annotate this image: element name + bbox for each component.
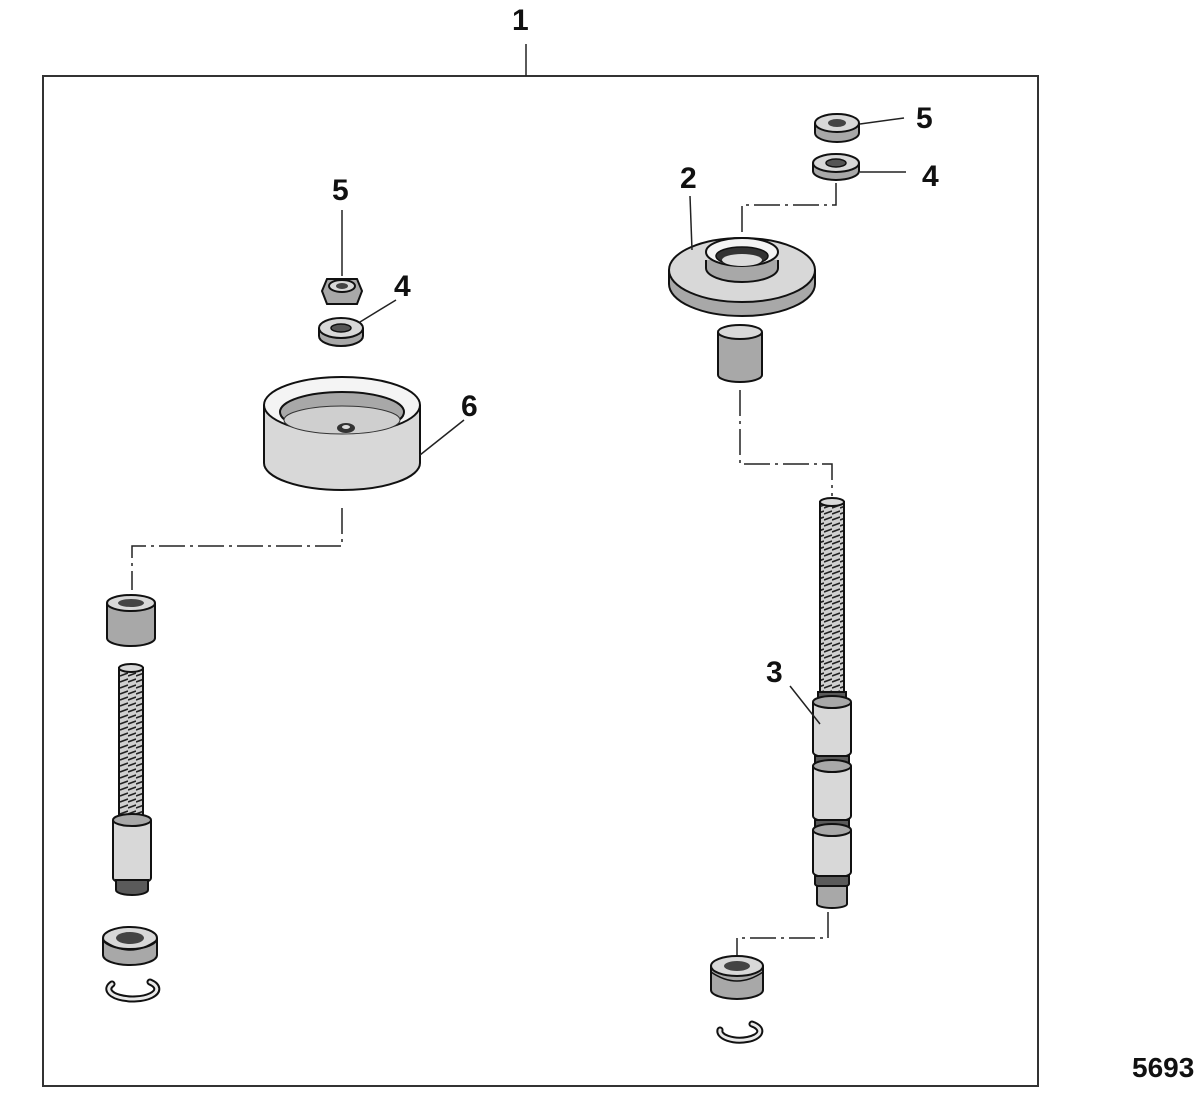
left-bushing (102, 926, 158, 966)
right-bushing (710, 955, 764, 1000)
left-cup (263, 376, 421, 491)
callout-5-right: 5 (916, 102, 933, 135)
right-sleeve (717, 324, 763, 383)
right-retaining-clip (716, 1020, 764, 1044)
callout-2: 2 (680, 162, 697, 195)
right-plate (668, 237, 816, 317)
right-plate-leader (689, 195, 693, 251)
figure-number: 5693 (1132, 1052, 1194, 1083)
callout-4-right: 4 (922, 160, 939, 193)
right-nut (814, 113, 860, 143)
callout-6: 6 (461, 390, 478, 423)
left-sleeve (106, 594, 156, 647)
callout-4-left: 4 (394, 270, 411, 303)
left-nut (320, 278, 364, 305)
left-washer-leader (359, 299, 397, 323)
left-retaining-clip (105, 978, 161, 1003)
right-low-centerline (736, 912, 829, 958)
right-threaded-rod (812, 497, 852, 909)
kit-frame (42, 75, 1039, 1087)
right-washer (812, 153, 860, 181)
callout-3: 3 (766, 656, 783, 689)
callout-5-left: 5 (332, 174, 349, 207)
right-top-centerline (741, 183, 837, 232)
left-centerline (131, 508, 343, 590)
right-nut-leader (859, 117, 905, 125)
callout-1: 1 (512, 4, 529, 37)
right-rod-leader (789, 685, 821, 725)
left-cup-leader (419, 419, 465, 456)
left-threaded-rod (112, 663, 152, 896)
right-mid-centerline (739, 390, 833, 496)
left-washer (318, 317, 364, 347)
